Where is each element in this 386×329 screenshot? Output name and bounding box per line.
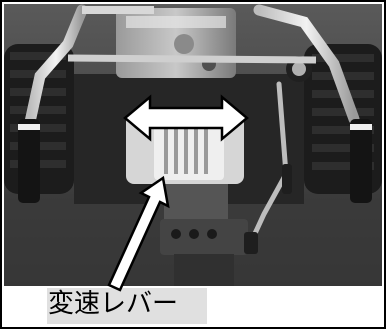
- crossbar: [67, 54, 317, 64]
- transmission-housing: [126, 114, 244, 184]
- caption-highlight: [47, 288, 207, 324]
- shift-lever-base: [160, 184, 248, 255]
- tiller-photo: [4, 4, 382, 286]
- engine-block: [116, 8, 236, 78]
- tiller-photo-drawing: [4, 4, 382, 286]
- bottom-mount: [174, 254, 234, 286]
- control-rod: [244, 81, 292, 254]
- right-handlebar: [253, 4, 372, 203]
- left-handlebar: [18, 4, 154, 203]
- shift-lever-caption: 変速レバー: [48, 289, 179, 319]
